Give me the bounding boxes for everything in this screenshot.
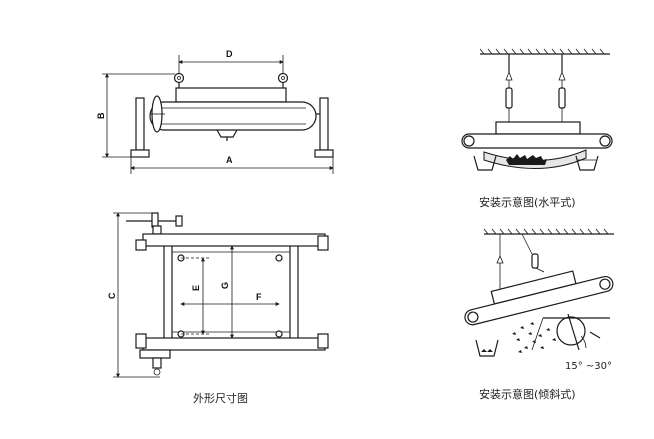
angle-label: 15° ~30°	[565, 361, 612, 372]
material-stream	[512, 322, 556, 353]
separator-housing	[495, 121, 581, 135]
belt-body	[149, 101, 317, 131]
angle-arc	[580, 335, 587, 349]
dim-b-label: B	[96, 112, 106, 119]
discharge-hopper-inclined	[475, 339, 499, 357]
lifting-eye-right	[277, 72, 289, 84]
horizontal-install-view	[461, 48, 613, 171]
material-pile	[506, 154, 547, 165]
dim-d-label: D	[226, 49, 233, 59]
caption-outline-dimensions: 外形尺寸图	[193, 391, 248, 405]
dim-a-label: A	[226, 155, 233, 165]
discharge-hopper-left	[473, 155, 497, 171]
dim-f-label: F	[256, 292, 262, 302]
hanger-chain-left	[505, 54, 513, 122]
lifting-eye-left	[173, 72, 185, 84]
caption-inclined-install: 安装示意图(倾斜式)	[479, 387, 576, 401]
magnet-housing	[175, 87, 287, 103]
dim-c-label: C	[107, 292, 117, 299]
discharge-hopper-right	[575, 155, 599, 171]
hanger-chain-right	[558, 54, 566, 122]
hanger-chain-inclined-left	[496, 234, 504, 290]
center-drive	[216, 129, 238, 138]
inclined-install-view	[464, 228, 614, 357]
bottom-roller	[142, 337, 326, 351]
dim-e-label: E	[191, 285, 201, 291]
dim-g-label: G	[220, 282, 230, 289]
front-view: D B A	[96, 49, 334, 174]
hanger-chain-inclined-right	[521, 233, 545, 273]
left-stand	[135, 97, 145, 151]
top-view: E F G C	[107, 212, 329, 378]
caption-horizontal-install: 安装示意图(水平式)	[479, 195, 576, 209]
separator-belt	[461, 133, 613, 149]
head-pulley	[556, 316, 586, 346]
right-stand	[319, 97, 329, 151]
inclined-belt	[464, 275, 614, 326]
top-roller	[142, 233, 326, 247]
